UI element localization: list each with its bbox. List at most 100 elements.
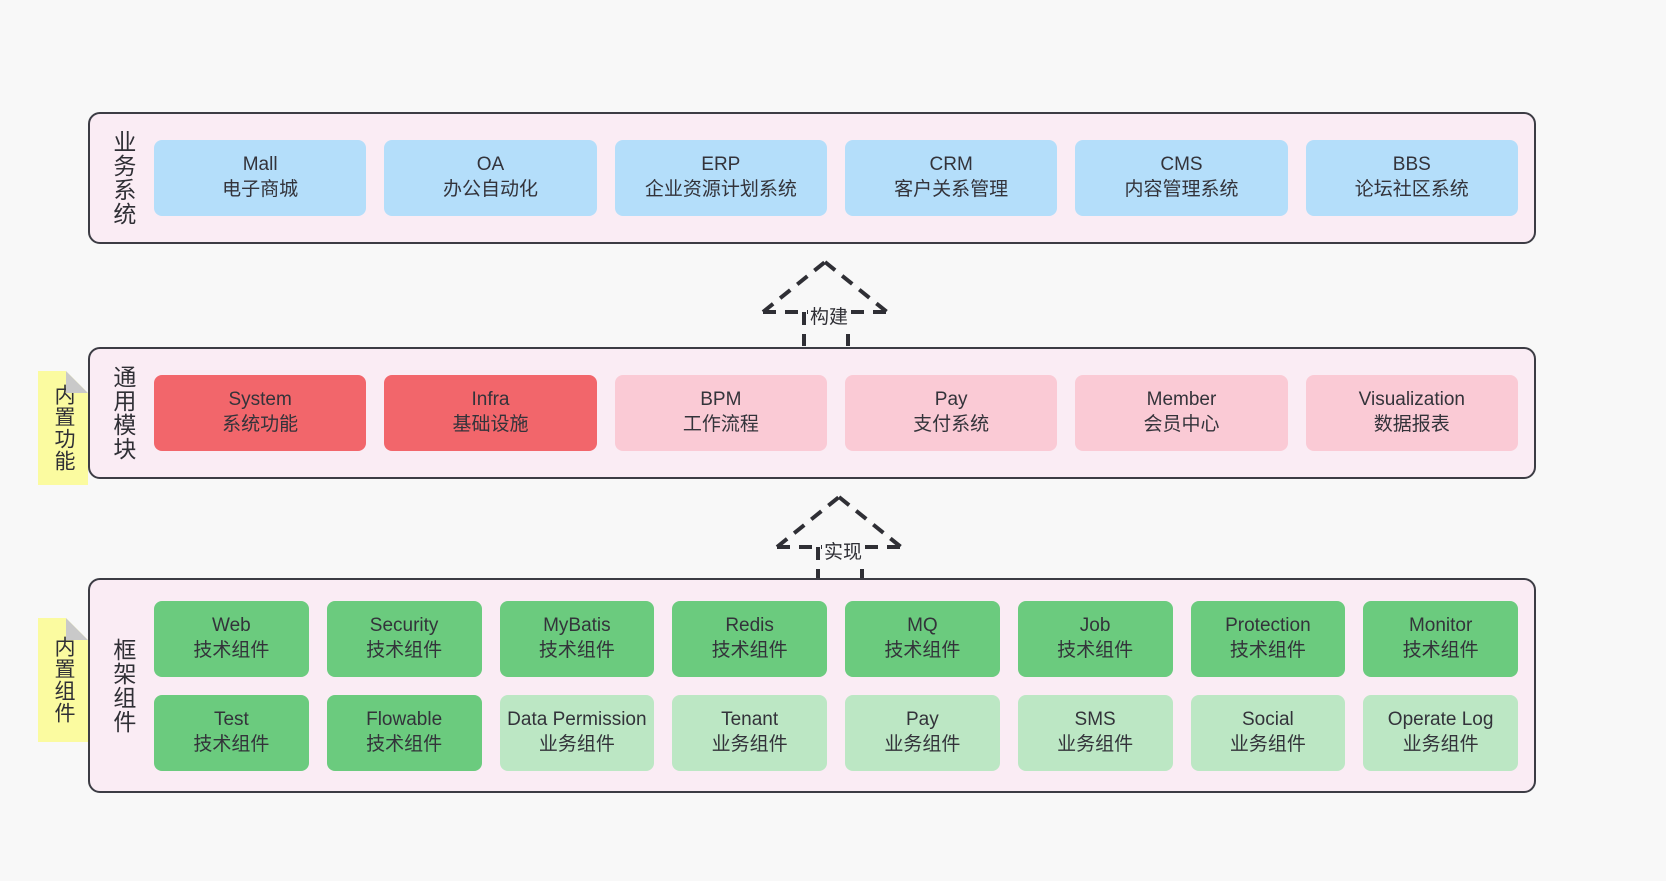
- module-name-cn: 电子商城: [222, 179, 299, 200]
- module-name-en: Monitor: [1408, 614, 1473, 636]
- module-box-flowable[interactable]: Flowable 技术组件: [326, 694, 482, 771]
- module-box-sms[interactable]: SMS 业务组件: [1017, 694, 1173, 771]
- layer-title-business-systems: 业务系统: [109, 130, 136, 226]
- module-name-en: Protection: [1225, 614, 1311, 636]
- layer-body-business-systems: Mall 电子商城 OA 办公自动化 ERP 企业资源计划系统 CRM 客户关系…: [144, 114, 1534, 242]
- arrowhead-right-edge: [823, 260, 889, 314]
- module-name-en: System: [228, 389, 292, 411]
- module-box-data-permission[interactable]: Data Permission 业务组件: [499, 694, 655, 771]
- layer-title-framework-components: 框架组件: [109, 637, 136, 734]
- module-box-tenant[interactable]: Tenant 业务组件: [672, 694, 827, 771]
- module-name-en: ERP: [701, 154, 741, 176]
- module-name-cn: 业务组件: [1229, 733, 1306, 755]
- module-box-web[interactable]: Web 技术组件: [154, 600, 309, 677]
- module-name-cn: 技术组件: [193, 639, 270, 661]
- module-name-cn: 技术组件: [538, 639, 615, 661]
- module-box-pay-component[interactable]: Pay 业务组件: [845, 694, 1000, 771]
- module-name-cn: 技术组件: [1229, 639, 1306, 661]
- module-name-cn: 基础设施: [452, 414, 529, 435]
- module-box-member[interactable]: Member 会员中心: [1075, 375, 1288, 451]
- sticky-note-builtin-features: 内置功能: [38, 371, 88, 485]
- module-box-pay[interactable]: Pay 支付系统: [844, 375, 1058, 451]
- module-name-cn: 企业资源计划系统: [644, 179, 797, 200]
- module-name-en: Job: [1079, 614, 1111, 636]
- module-box-cms[interactable]: CMS 内容管理系统: [1075, 140, 1288, 216]
- module-box-visualization[interactable]: Visualization 数据报表: [1305, 375, 1518, 451]
- arrow-label-build: 构建: [808, 302, 851, 329]
- arrowhead-right-edge: [837, 495, 903, 549]
- module-box-system[interactable]: System 系统功能: [154, 375, 367, 451]
- module-name-en: Data Permission: [507, 708, 647, 730]
- module-row: System 系统功能 Infra 基础设施 BPM 工作流程 Pay 支付系统…: [154, 375, 1518, 451]
- module-box-test[interactable]: Test 技术组件: [154, 694, 309, 771]
- module-box-social[interactable]: Social 业务组件: [1190, 694, 1346, 771]
- module-name-cn: 业务组件: [1402, 733, 1479, 755]
- module-name-en: Operate Log: [1387, 708, 1494, 730]
- module-box-bbs[interactable]: BBS 论坛社区系统: [1305, 140, 1518, 216]
- sticky-note-label: 内置组件: [51, 636, 75, 724]
- generalization-arrow-build: 构建: [758, 256, 908, 346]
- module-box-bpm[interactable]: BPM 工作流程: [614, 375, 827, 451]
- module-name-en: MQ: [907, 614, 938, 636]
- layer-framework-components: 框架组件 Web 技术组件 Security 技术组件 MyBatis 技术组件…: [88, 578, 1536, 793]
- module-name-cn: 技术组件: [366, 733, 443, 755]
- module-name-en: CMS: [1160, 154, 1203, 176]
- module-box-monitor[interactable]: Monitor 技术组件: [1363, 600, 1518, 677]
- module-name-cn: 技术组件: [193, 733, 270, 755]
- layer-body-common-modules: System 系统功能 Infra 基础设施 BPM 工作流程 Pay 支付系统…: [144, 349, 1534, 477]
- module-name-en: Test: [213, 708, 249, 730]
- module-name-cn: 业务组件: [711, 733, 788, 755]
- module-name-en: Redis: [725, 614, 774, 636]
- module-box-protection[interactable]: Protection 技术组件: [1190, 600, 1346, 677]
- module-box-redis[interactable]: Redis 技术组件: [672, 600, 827, 677]
- module-name-cn: 系统功能: [222, 414, 299, 435]
- module-box-mall[interactable]: Mall 电子商城: [154, 140, 367, 216]
- module-name-en: Security: [369, 614, 439, 636]
- module-box-oa[interactable]: OA 办公自动化: [384, 140, 597, 216]
- module-name-en: BPM: [700, 389, 742, 411]
- module-box-job[interactable]: Job 技术组件: [1017, 600, 1173, 677]
- module-name-en: Visualization: [1358, 389, 1465, 411]
- arrowhead-left-edge: [761, 260, 827, 314]
- module-name-cn: 工作流程: [682, 414, 759, 435]
- module-name-cn: 技术组件: [1057, 639, 1134, 661]
- sticky-note-label: 内置功能: [51, 384, 75, 472]
- module-row: Test 技术组件 Flowable 技术组件 Data Permission …: [154, 694, 1518, 771]
- module-name-cn: 业务组件: [884, 733, 961, 755]
- module-name-cn: 客户关系管理: [894, 179, 1009, 200]
- sticky-note-builtin-components: 内置组件: [38, 618, 88, 742]
- module-name-cn: 业务组件: [1057, 733, 1134, 755]
- module-row: Web 技术组件 Security 技术组件 MyBatis 技术组件 Redi…: [154, 600, 1518, 677]
- module-name-cn: 技术组件: [711, 639, 788, 661]
- module-box-infra[interactable]: Infra 基础设施: [384, 375, 597, 451]
- module-name-en: Mall: [242, 154, 278, 176]
- module-name-en: Web: [212, 614, 251, 636]
- module-box-erp[interactable]: ERP 企业资源计划系统: [614, 140, 827, 216]
- module-box-security[interactable]: Security 技术组件: [326, 600, 482, 677]
- module-name-cn: 技术组件: [366, 639, 443, 661]
- module-box-mq[interactable]: MQ 技术组件: [845, 600, 1000, 677]
- note-fold-corner-icon: [66, 371, 88, 393]
- generalization-arrow-implement: 实现: [772, 491, 922, 581]
- module-name-en: Member: [1146, 389, 1217, 411]
- module-row: Mall 电子商城 OA 办公自动化 ERP 企业资源计划系统 CRM 客户关系…: [154, 140, 1518, 216]
- module-name-en: CRM: [929, 154, 973, 176]
- module-box-mybatis[interactable]: MyBatis 技术组件: [499, 600, 655, 677]
- arrowhead-left-edge: [775, 495, 841, 549]
- module-name-en: Social: [1242, 708, 1294, 730]
- module-name-cn: 技术组件: [1402, 639, 1479, 661]
- module-box-crm[interactable]: CRM 客户关系管理: [844, 140, 1058, 216]
- module-name-cn: 会员中心: [1143, 414, 1220, 435]
- module-name-cn: 办公自动化: [442, 179, 538, 200]
- module-name-cn: 业务组件: [538, 733, 615, 755]
- module-name-cn: 支付系统: [913, 414, 990, 435]
- module-name-en: Flowable: [366, 708, 443, 730]
- layer-business-systems: 业务系统 Mall 电子商城 OA 办公自动化 ERP 企业资源计划系统 CRM…: [88, 112, 1536, 244]
- module-name-cn: 内容管理系统: [1124, 179, 1239, 200]
- module-box-operate-log[interactable]: Operate Log 业务组件: [1363, 694, 1518, 771]
- module-name-en: MyBatis: [543, 614, 611, 636]
- layer-body-framework-components: Web 技术组件 Security 技术组件 MyBatis 技术组件 Redi…: [144, 580, 1534, 791]
- module-name-en: BBS: [1392, 154, 1431, 176]
- layer-common-modules: 通用模块 System 系统功能 Infra 基础设施 BPM 工作流程 Pay…: [88, 347, 1536, 479]
